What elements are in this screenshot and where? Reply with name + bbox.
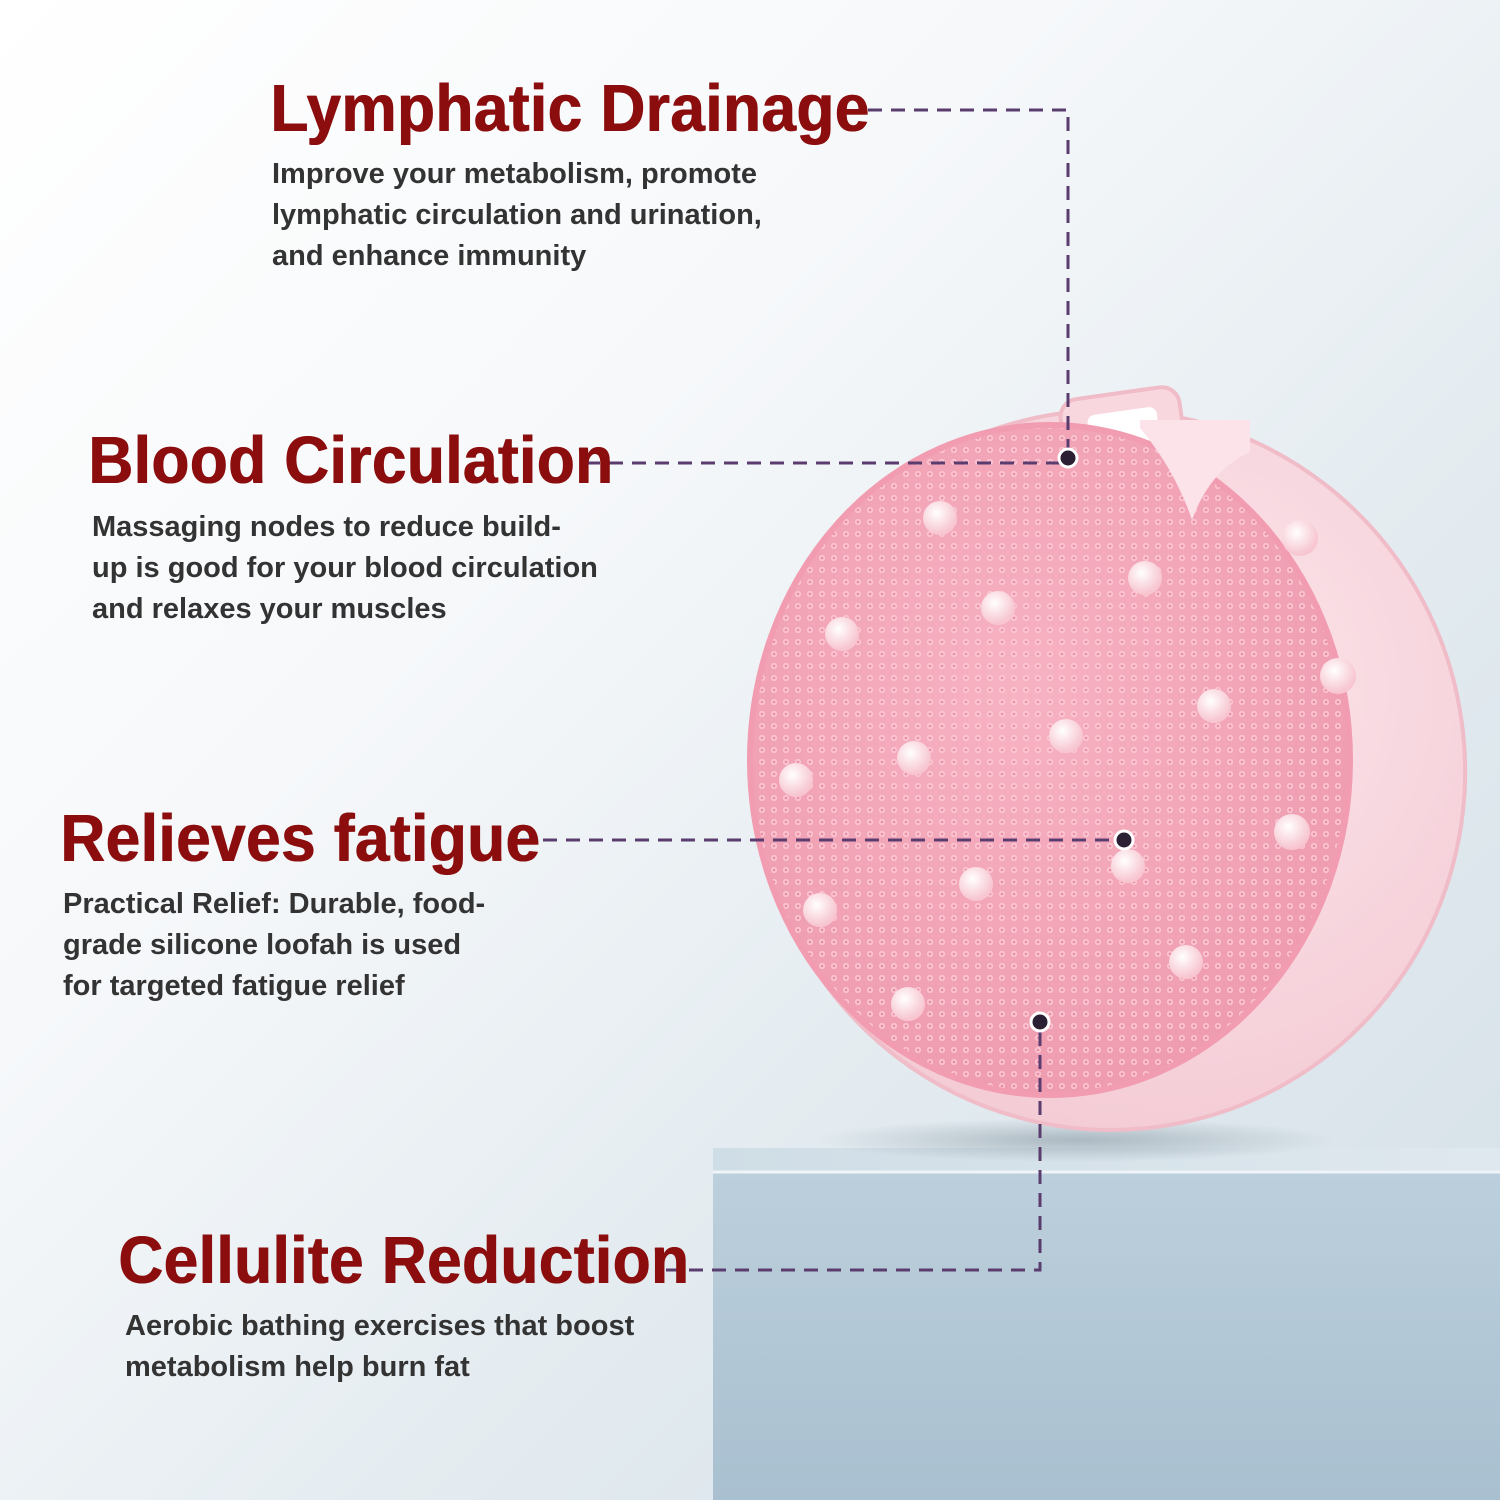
dot-lymphatic <box>1057 447 1079 469</box>
relieves-fatigue-title: Relieves fatigue <box>60 801 541 877</box>
cellulite-reduction-description: Aerobic bathing exercises that boost met… <box>125 1306 634 1388</box>
description-line: Improve your metabolism, promote <box>272 158 758 190</box>
relieves-fatigue-description: Practical Relief: Durable, food- grade s… <box>63 884 485 1007</box>
description-line: Aerobic bathing exercises that boost <box>125 1310 635 1342</box>
cellulite-reduction-title: Cellulite Reduction <box>118 1223 689 1299</box>
leader-cellulite <box>666 1022 1042 1272</box>
description-line: and relaxes your muscles <box>92 593 447 625</box>
blood-circulation-title: Blood Circulation <box>88 423 614 499</box>
lymphatic-drainage-description: Improve your metabolism, promote lymphat… <box>272 154 762 277</box>
leader-lymphatic <box>868 108 1070 455</box>
description-line: for targeted fatigue relief <box>63 970 405 1002</box>
description-line: Massaging nodes to reduce build- <box>92 511 561 543</box>
description-line: metabolism help burn fat <box>125 1351 470 1383</box>
dot-fatigue <box>1113 829 1135 851</box>
description-line: lymphatic circulation and urination, <box>272 199 762 231</box>
dot-cellulite <box>1029 1011 1051 1033</box>
massage-nodes <box>779 501 1356 1021</box>
description-line: and enhance immunity <box>272 240 587 272</box>
description-line: Practical Relief: Durable, food- <box>63 888 486 920</box>
scrubber-face <box>747 420 1353 1098</box>
pedestal-front <box>713 1172 1500 1500</box>
description-line: grade silicone loofah is used <box>63 929 462 961</box>
leader-dots <box>1029 447 1135 1033</box>
description-line: up is good for your blood circulation <box>92 552 598 584</box>
lymphatic-drainage-title: Lymphatic Drainage <box>270 71 870 147</box>
blood-circulation-description: Massaging nodes to reduce build- up is g… <box>92 507 598 630</box>
leader-lines <box>520 108 1122 1272</box>
